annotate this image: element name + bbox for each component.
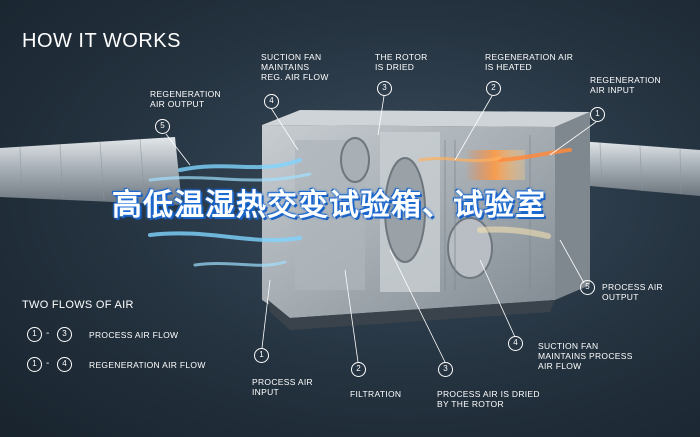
callout-number-1-bottom: 1 [254,348,269,363]
legend-from-number: 1 [27,327,42,342]
callout-number-4-top: 4 [264,94,279,109]
leader-lines [165,95,597,363]
legend-to-number: 3 [57,327,72,342]
callout-label-regeneration-air-output: REGENERATION AIR OUTPUT [150,89,221,109]
legend-dash: - [46,358,50,369]
callout-label-regeneration-heated: REGENERATION AIR IS HEATED [485,52,574,72]
callout-label-process-output: PROCESS AIR OUTPUT [602,282,663,302]
dehumidifier-unit [262,110,590,330]
callout-number-5-bottom: 5 [580,280,595,295]
right-duct [565,140,700,196]
legend-title: TWO FLOWS OF AIR [22,299,134,311]
legend-to-number: 4 [57,357,72,372]
callout-number-3-bottom: 3 [438,362,453,377]
callout-number-2-top: 2 [486,81,501,96]
page-title: HOW IT WORKS [22,30,181,52]
left-duct [0,137,182,205]
callout-label-process-dried: PROCESS AIR IS DRIED BY THE ROTOR [437,389,540,409]
legend-dash: - [46,328,50,339]
callout-label-suction-fan-reg: SUCTION FAN MAINTAINS REG. AIR FLOW [261,52,329,82]
callout-label-suction-fan-process: SUCTION FAN MAINTAINS PROCESS AIR FLOW [538,341,633,371]
callout-label-regeneration-input: REGENERATION AIR INPUT [590,75,661,95]
callout-number-1-top: 1 [590,107,605,122]
legend-label-process-air-flow: PROCESS AIR FLOW [89,330,179,340]
legend-from-number: 1 [27,357,42,372]
callout-number-2-bottom: 2 [351,362,366,377]
watermark-text: 高低温湿热交变试验箱、试验室 [112,188,546,223]
callout-number-5-top: 5 [155,119,170,134]
callout-label-rotor-dried: THE ROTOR IS DRIED [375,52,428,72]
airflow-streaks [148,148,572,267]
legend-label-regeneration-air-flow: REGENERATION AIR FLOW [89,360,206,370]
callout-label-process-input: PROCESS AIR INPUT [252,377,313,397]
callout-number-3-top: 3 [377,81,392,96]
callout-label-filtration: FILTRATION [350,389,402,399]
callout-number-4-bottom: 4 [508,336,523,351]
